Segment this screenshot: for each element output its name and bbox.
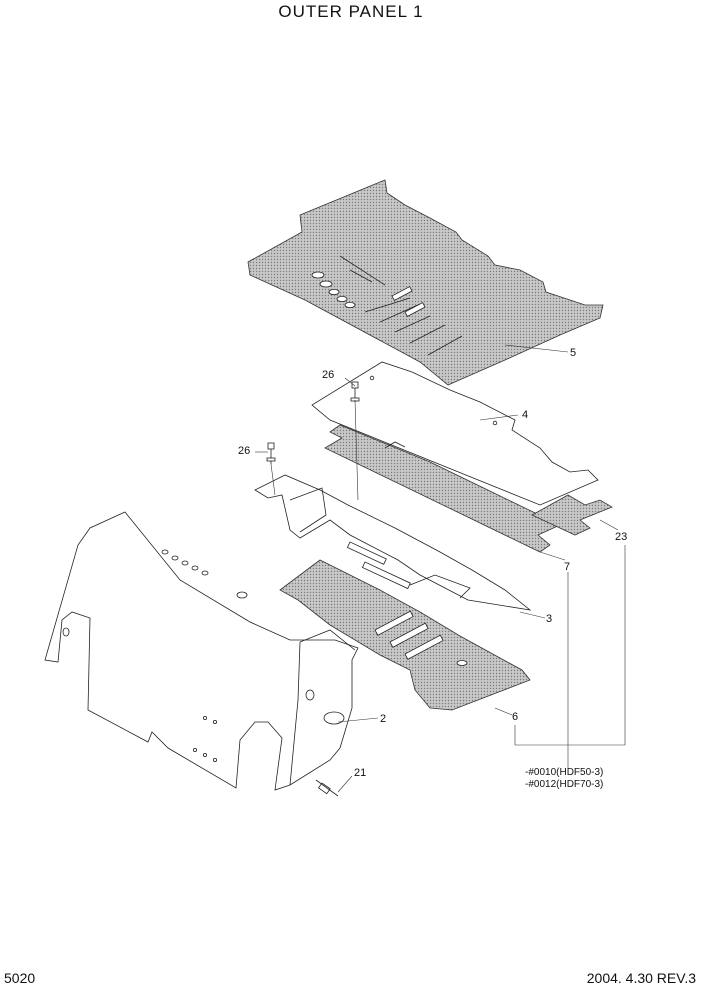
revision-date: 2004. 4.30 REV.3 xyxy=(586,970,696,986)
callout-3: 3 xyxy=(546,613,552,625)
part-21-bolt[interactable] xyxy=(315,779,339,797)
part-2-outer-panel[interactable] xyxy=(44,511,359,791)
callout-4: 4 xyxy=(522,409,528,421)
page-number: 5020 xyxy=(4,970,36,986)
callout-5: 5 xyxy=(570,347,576,359)
part-6-lower-mat[interactable] xyxy=(279,559,531,711)
serial-note-2: -#0012(HDF70-3) xyxy=(525,779,603,790)
part-26-bolt-upper[interactable] xyxy=(350,381,360,402)
part-7-cover-mat[interactable] xyxy=(324,424,561,553)
callout-7: 7 xyxy=(564,561,570,573)
serial-note-1: -#0010(HDF50-3) xyxy=(525,767,603,778)
callout-21: 21 xyxy=(354,767,366,779)
callout-23: 23 xyxy=(615,531,627,543)
callout-26-upper: 26 xyxy=(322,369,334,381)
callout-2: 2 xyxy=(380,713,386,725)
callout-6: 6 xyxy=(512,711,518,723)
part-26-bolt-lower[interactable] xyxy=(266,442,276,464)
page-title: OUTER PANEL 1 xyxy=(278,2,424,21)
part-23-small-mat[interactable] xyxy=(531,494,613,536)
part-5-floor-mat[interactable] xyxy=(247,179,604,386)
part-4-cover-plate[interactable] xyxy=(311,361,599,506)
part-3-bracket-panel[interactable] xyxy=(254,474,532,611)
callout-26-lower: 26 xyxy=(238,445,250,457)
